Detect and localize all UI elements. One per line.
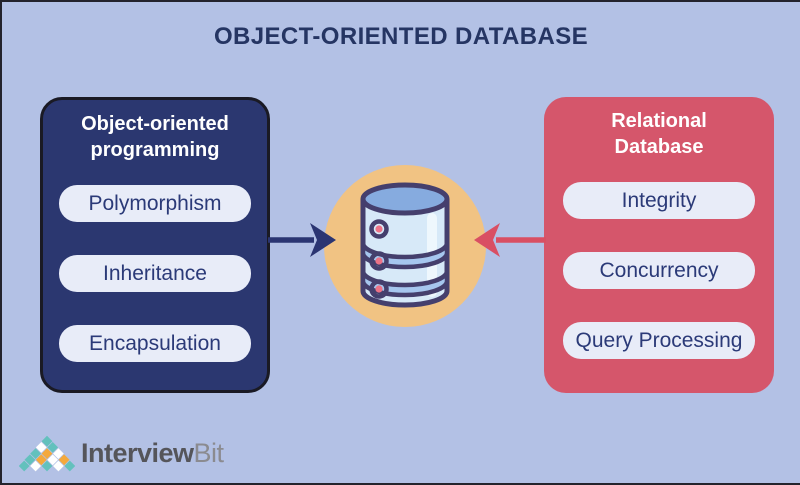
database-icon	[360, 182, 450, 308]
pill-concurrency: Concurrency	[563, 252, 755, 289]
left-arrow-icon	[268, 223, 336, 257]
pill-encapsulation: Encapsulation	[59, 325, 251, 362]
page-title: OBJECT-ORIENTED DATABASE	[213, 23, 589, 50]
interviewbit-logo-icon	[19, 435, 75, 472]
pill-integrity: Integrity	[563, 182, 755, 219]
pill-query-processing: Query Processing	[563, 322, 755, 359]
right-arrow-icon	[474, 223, 546, 257]
relational-db-box: Relational Database Integrity Concurrenc…	[544, 97, 774, 393]
relational-db-box-title: Relational Database	[611, 110, 707, 158]
oop-box: Object-oriented programming Polymorphism…	[40, 97, 270, 393]
interviewbit-logo-text: InterviewBit	[81, 438, 224, 469]
pill-polymorphism: Polymorphism	[59, 185, 251, 222]
logo-text-bit: Bit	[193, 438, 225, 468]
interviewbit-logo: InterviewBit	[19, 435, 279, 479]
logo-text-interview: Interview	[81, 438, 194, 468]
oop-box-title: Object-oriented programming	[81, 113, 229, 161]
pill-inheritance: Inheritance	[59, 255, 251, 292]
